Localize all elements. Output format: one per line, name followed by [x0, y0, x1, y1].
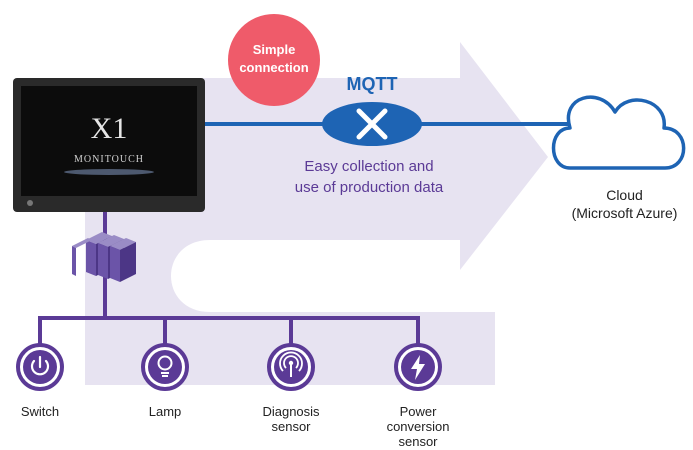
- diagnosis-node: [267, 343, 315, 391]
- flow-line-2: use of production data: [294, 179, 444, 196]
- signal-icon: [279, 351, 303, 377]
- power-icon: [30, 355, 50, 376]
- mqtt-node: [322, 102, 422, 146]
- flow-description: Easy collection and use of production da…: [258, 156, 480, 198]
- hmi-model: X1: [90, 112, 128, 145]
- hmi-device: [13, 78, 205, 212]
- cloud-icon: [551, 95, 686, 170]
- power-label: Power conversion sensor: [386, 404, 450, 449]
- simple-connection-badge: [228, 14, 320, 106]
- switch-label: Switch: [20, 404, 60, 419]
- cloud-label: Cloud (Microsoft Azure): [556, 186, 693, 222]
- badge-text: Simple connection: [228, 41, 320, 77]
- io-module-icon: [72, 232, 136, 282]
- cloud-line-2: (Microsoft Azure): [571, 205, 678, 221]
- bulb-icon: [157, 355, 173, 377]
- protocol-label: MQTT: [346, 74, 398, 94]
- diagnosis-label: Diagnosis sensor: [262, 404, 320, 434]
- flow-line-1: Easy collection and: [304, 158, 434, 175]
- cloud-line-1: Cloud: [606, 187, 643, 203]
- bolt-icon: [411, 355, 425, 380]
- lamp-node: [141, 343, 189, 391]
- hmi-brand: MONITOUCH: [74, 154, 144, 165]
- badge-line-2: connection: [239, 60, 309, 75]
- power-sensor-node: [394, 343, 442, 391]
- lamp-label: Lamp: [148, 404, 182, 419]
- switch-node: [16, 343, 64, 391]
- badge-line-1: Simple: [252, 42, 296, 57]
